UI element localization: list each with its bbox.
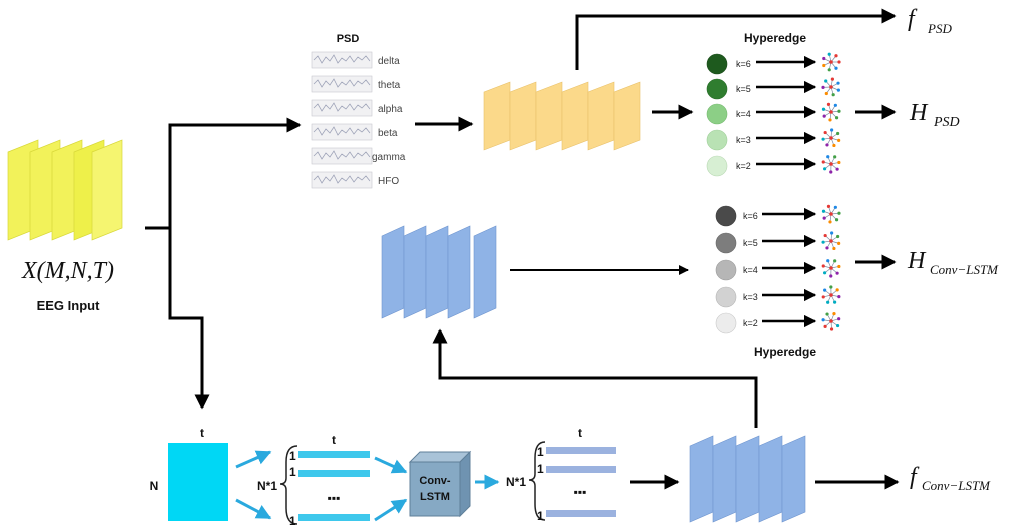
graph-icons-top [821, 52, 841, 174]
svg-text:LSTM: LSTM [420, 491, 450, 503]
input-connectors [145, 117, 302, 410]
hypergraph-icon [821, 155, 841, 174]
svg-text:delta: delta [378, 56, 400, 67]
hypergraph-icon [821, 311, 841, 331]
svg-text:k=4: k=4 [743, 265, 758, 275]
t-label-1: t [200, 426, 204, 440]
svg-text:k=4: k=4 [736, 109, 751, 119]
psd-band-delta: delta [311, 51, 400, 69]
psd-band-gamma: gamma [311, 147, 406, 165]
svg-text:PSD: PSD [927, 21, 952, 36]
svg-text:1: 1 [537, 462, 544, 476]
hyperedge-top-k5: k=5 [706, 78, 817, 100]
psd-band-alpha: alpha [311, 99, 403, 117]
eeg-input-label: EEG Input [37, 298, 101, 313]
hypergraph-icon [821, 102, 841, 122]
blue-arrows-left [235, 450, 272, 520]
hyperedge-top-rows: k=6 k=5 k=4 k=3 k=2 [706, 53, 817, 177]
svg-text:beta: beta [378, 128, 398, 139]
hypergraph-icon [821, 285, 841, 304]
hyperedge-bottom-rows: k=6 k=5 k=4 k=3 k=2 [715, 205, 817, 334]
psd-band-panel: delta theta alpha beta gamma HFO [311, 51, 406, 189]
hyperedge-bottom-k3: k=3 [715, 286, 817, 308]
hypergraph-icon [821, 128, 841, 148]
svg-text:k=3: k=3 [743, 292, 758, 302]
time-bars-right [546, 447, 616, 517]
svg-text:alpha: alpha [378, 104, 403, 115]
t-label-2: t [332, 433, 336, 447]
hypergraph-icon [821, 231, 841, 251]
hypergraph-icon [821, 259, 841, 278]
svg-text:k=2: k=2 [736, 161, 751, 171]
svg-text:k=6: k=6 [743, 211, 758, 221]
n1-label-left: N*1 [257, 479, 277, 493]
hyperedge-bottom-k4: k=4 [715, 259, 817, 281]
n-label: N [150, 479, 159, 493]
hypergraph-icon [821, 204, 841, 224]
blue-arrows-to-conv [374, 456, 408, 522]
psd-band-beta: beta [311, 123, 398, 141]
hyperedge-bottom-title: Hyperedge [754, 345, 816, 359]
graph-icons-bottom [821, 204, 841, 331]
hyperedge-top-k4: k=4 [706, 103, 817, 125]
hypergraph-icon [821, 77, 840, 97]
hyperedge-top-k3: k=3 [706, 129, 817, 151]
svg-text:1: 1 [289, 465, 296, 479]
svg-text:H: H [909, 100, 929, 126]
conv-lstm-block: Conv- LSTM [408, 450, 472, 518]
arrow-feedback-up [432, 328, 758, 428]
hyperedge-top-k6: k=6 [706, 53, 817, 75]
output-h-conv-lstm: H Conv−LSTM [907, 248, 999, 277]
left-brace-2 [528, 441, 546, 521]
svg-text:theta: theta [378, 80, 401, 91]
svg-text:H: H [907, 248, 927, 274]
svg-text:k=6: k=6 [736, 59, 751, 69]
output-f-conv-lstm: f Conv−LSTM [910, 464, 991, 493]
eeg-matrix-block [168, 443, 228, 521]
svg-text:k=2: k=2 [743, 318, 758, 328]
svg-text:Conv−LSTM: Conv−LSTM [922, 478, 991, 493]
svg-text:Conv-: Conv- [419, 475, 451, 487]
one-labels-right: 1 1 1 [537, 445, 544, 523]
psd-title: PSD [337, 33, 360, 45]
hypergraph-icon [822, 52, 841, 72]
svg-text:k=5: k=5 [743, 238, 758, 248]
arrow-to-f-psd [575, 8, 897, 70]
output-h-psd: H PSD [909, 100, 960, 130]
svg-text:Conv−LSTM: Conv−LSTM [930, 262, 999, 277]
svg-text:HFO: HFO [378, 176, 399, 187]
svg-text:k=3: k=3 [736, 135, 751, 145]
psd-band-hfo: HFO [311, 171, 399, 189]
time-bars-left [298, 451, 370, 521]
svg-text:f: f [908, 6, 918, 32]
input-math-label: X(M,N,T) [21, 258, 114, 284]
hyperedge-top-title: Hyperedge [744, 31, 806, 45]
hyperedge-bottom-k5: k=5 [715, 232, 817, 254]
output-f-psd: f PSD [908, 6, 952, 36]
hyperedge-bottom-k6: k=6 [715, 205, 817, 227]
svg-text:1: 1 [289, 514, 296, 528]
svg-text:1: 1 [289, 449, 296, 463]
left-brace-1 [279, 445, 298, 525]
dots-left: ▪▪▪ [328, 491, 341, 505]
svg-text:k=5: k=5 [736, 84, 751, 94]
hyperedge-top-k2: k=2 [706, 155, 817, 177]
psd-band-theta: theta [311, 75, 401, 93]
t-label-3: t [578, 426, 582, 440]
conv-lstm-feature-stack [381, 225, 497, 319]
psd-feature-stack [483, 81, 641, 151]
dots-right: ▪▪▪ [574, 485, 587, 499]
bottom-feature-stack [689, 435, 806, 523]
svg-text:1: 1 [537, 509, 544, 523]
svg-text:f: f [910, 464, 920, 490]
svg-text:1: 1 [537, 445, 544, 459]
svg-text:gamma: gamma [372, 152, 406, 163]
n1-label-right: N*1 [506, 475, 526, 489]
svg-text:PSD: PSD [933, 115, 960, 130]
eeg-input-stack [7, 139, 123, 241]
hyperedge-bottom-k2: k=2 [715, 312, 817, 334]
one-labels-left: 1 1 1 [289, 449, 296, 528]
